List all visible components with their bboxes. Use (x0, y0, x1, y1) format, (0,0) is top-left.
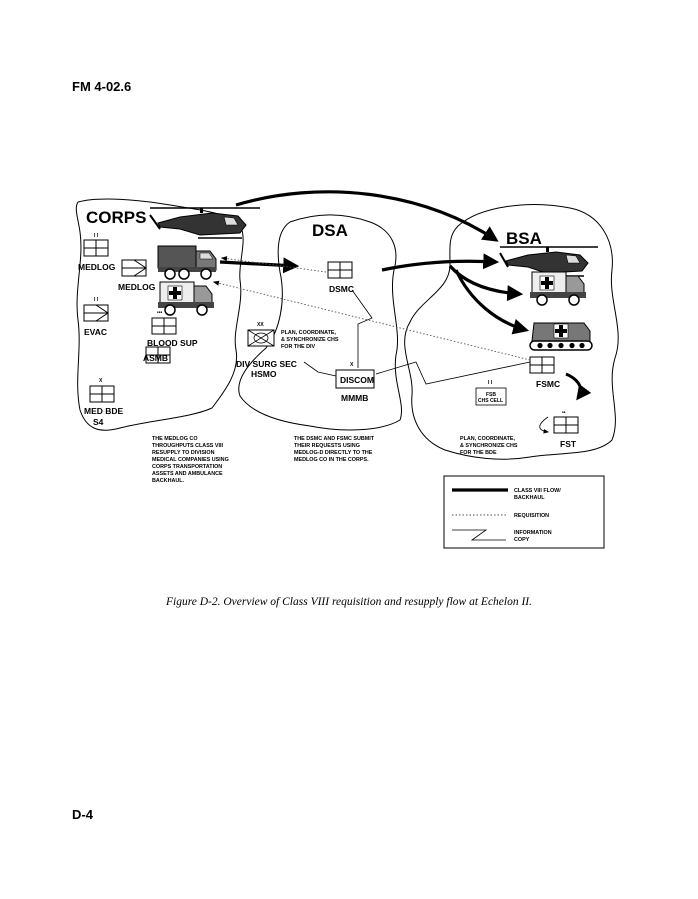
legend-flow-label: CLASS VIII FLOW/ (514, 488, 561, 494)
flow-arrow (454, 269, 530, 335)
svg-text:COPY: COPY (514, 537, 530, 543)
svg-text:DIV SURG SEC: DIV SURG SEC (236, 359, 297, 369)
bsa-region-outline (404, 204, 619, 460)
evac-unit-symbol: I I EVAC (83, 297, 109, 337)
svg-text:EVAC: EVAC (84, 327, 107, 337)
svg-text:I I: I I (488, 380, 493, 386)
svg-text:X: X (350, 362, 354, 368)
blood-sup-unit-symbol: ••• BLOOD SUP (147, 310, 198, 348)
figure-caption: Figure D-2. Overview of Class VIII requi… (165, 596, 533, 608)
truck-icon (157, 245, 217, 280)
svg-text:FST: FST (560, 439, 577, 449)
svg-text:MEDLOG: MEDLOG (118, 282, 156, 292)
bsa-region-label: BSA (506, 229, 542, 248)
svg-text:MED BDE: MED BDE (84, 406, 124, 416)
div-surg-note: PLAN, COORDINATE, & SYNCHRONIZE CHS FOR … (281, 330, 339, 350)
dsa-note: THE DSMC AND FSMC SUBMIT THEIR REQUESTS … (294, 436, 375, 463)
svg-text:FOR THE DIV: FOR THE DIV (281, 344, 316, 350)
dsa-region-label: DSA (312, 221, 348, 240)
svg-text:FSMC: FSMC (536, 379, 560, 389)
page-footer: D-4 (72, 807, 93, 822)
svg-text:CHS CELL: CHS CELL (478, 398, 503, 404)
svg-text:MEDLOG-D DIRECTLY TO THE: MEDLOG-D DIRECTLY TO THE (294, 450, 373, 456)
svg-text:PLAN, COORDINATE,: PLAN, COORDINATE, (460, 436, 516, 442)
svg-text:& SYNCHRONIZE CHS: & SYNCHRONIZE CHS (281, 337, 339, 343)
ambulance-icon (530, 271, 586, 306)
med-bde-unit-symbol: X MED BDE S4 (84, 378, 124, 427)
svg-text:FSB: FSB (486, 392, 496, 398)
svg-text:DISCOM: DISCOM (340, 375, 374, 385)
svg-text:MMMB: MMMB (341, 393, 368, 403)
svg-text:THEIR REQUESTS USING: THEIR REQUESTS USING (294, 443, 360, 449)
flow-arrow (381, 253, 500, 272)
svg-text:BLOOD SUP: BLOOD SUP (147, 338, 198, 348)
svg-text:MEDICAL COMPANIES USING: MEDICAL COMPANIES USING (152, 457, 229, 463)
svg-text:HSMO: HSMO (251, 369, 277, 379)
svg-text:THE MEDLOG CO: THE MEDLOG CO (152, 436, 198, 442)
dsmc-unit-symbol: DSMC (327, 261, 354, 294)
asmb-unit-symbol: ASMB (143, 346, 171, 364)
flow-arrow (235, 190, 499, 242)
information-copy-line (303, 361, 337, 377)
svg-text:BACKHAUL.: BACKHAUL. (152, 478, 185, 484)
svg-text:I I: I I (94, 233, 99, 239)
dsa-region-outline (238, 214, 402, 431)
ambulance-icon (158, 281, 214, 316)
svg-text:X: X (99, 378, 103, 384)
legend-info-swatch (452, 529, 506, 541)
medlog-evac-unit-symbol: MEDLOG (118, 259, 156, 292)
tracked-ambulance-icon (529, 322, 593, 351)
svg-text:THROUGHPUTS CLASS VIII: THROUGHPUTS CLASS VIII (152, 443, 223, 449)
medlog-unit-symbol: I I MEDLOG (78, 233, 116, 272)
discom-unit-symbol: X DISCOM MMMB (335, 362, 375, 403)
corps-region-label: CORPS (86, 208, 146, 227)
information-copy-line (539, 416, 550, 434)
svg-text:ASSETS AND AMBULANCE: ASSETS AND AMBULANCE (152, 471, 223, 477)
fsb-chs-cell-symbol: I I FSB CHS CELL (475, 380, 507, 406)
corps-note: THE MEDLOG CO THROUGHPUTS CLASS VIII RES… (152, 436, 229, 484)
svg-text:PLAN, COORDINATE,: PLAN, COORDINATE, (281, 330, 337, 336)
page-header: FM 4-02.6 (72, 79, 132, 94)
svg-text:CORPS TRANSPORTATION: CORPS TRANSPORTATION (152, 464, 222, 470)
svg-text:ASMB: ASMB (143, 353, 168, 363)
information-copy-line (351, 289, 373, 368)
legend-info-label: INFORMATION (514, 530, 552, 536)
legend: CLASS VIII FLOW/ BACKHAUL REQUISITION IN… (443, 475, 605, 549)
information-copy-line (375, 361, 531, 385)
svg-text:MEDLOG CO IN THE CORPS.: MEDLOG CO IN THE CORPS. (294, 457, 369, 463)
svg-text:FOR THE BDE: FOR THE BDE (460, 450, 497, 456)
svg-text:BACKHAUL: BACKHAUL (514, 495, 545, 501)
bsa-note: PLAN, COORDINATE, & SYNCHRONIZE CHS FOR … (460, 436, 518, 456)
svg-text:S4: S4 (93, 417, 104, 427)
svg-text:THE DSMC AND FSMC SUBMIT: THE DSMC AND FSMC SUBMIT (294, 436, 375, 442)
svg-text:MEDLOG: MEDLOG (78, 262, 116, 272)
svg-text:DSMC: DSMC (329, 284, 354, 294)
div-surg-sec-symbol: XX DIV SURG SEC HSMO (236, 322, 297, 379)
flow-arrow (219, 257, 300, 274)
fsmc-unit-symbol: FSMC (529, 356, 560, 389)
svg-text:& SYNCHRONIZE CHS: & SYNCHRONIZE CHS (460, 443, 518, 449)
svg-text:RESUPPLY TO DIVISION: RESUPPLY TO DIVISION (152, 450, 215, 456)
legend-requisition-label: REQUISITION (514, 513, 549, 519)
fst-unit-symbol: •• FST (553, 410, 579, 449)
requisition-line (212, 280, 531, 361)
helicopter-icon (149, 207, 260, 239)
svg-text:I I: I I (94, 297, 99, 303)
svg-text:••: •• (562, 410, 566, 416)
svg-text:•••: ••• (157, 310, 163, 316)
flow-arrow (565, 372, 592, 401)
svg-text:XX: XX (257, 322, 264, 328)
